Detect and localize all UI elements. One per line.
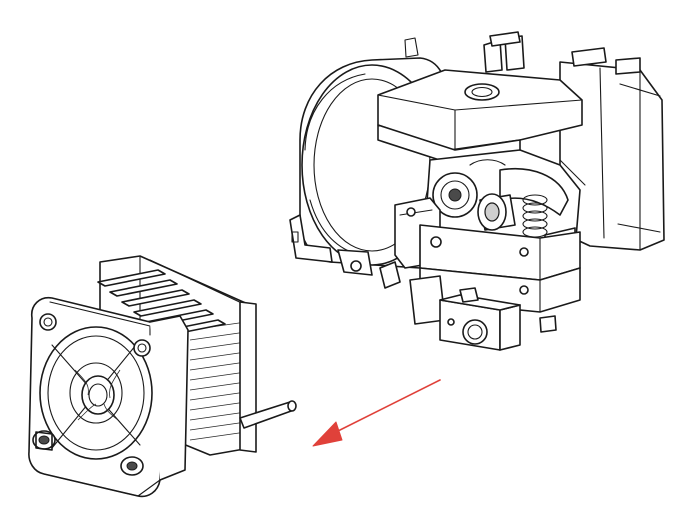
stepper-motor — [559, 47, 665, 251]
fan-screw-bottom-left — [32, 430, 56, 451]
removal-arrow-icon — [312, 379, 441, 447]
cooling-fan — [28, 296, 189, 498]
heatsink-top-fins — [97, 269, 226, 337]
heatbreak-rod — [239, 400, 297, 429]
fan-screw-bottom-right — [120, 456, 144, 476]
heatsink-fan-icon — [28, 255, 297, 498]
idler-spring — [522, 194, 548, 238]
top-cover — [377, 31, 583, 166]
extruder-assembly-icon — [289, 31, 665, 351]
hotend-block — [409, 275, 557, 351]
